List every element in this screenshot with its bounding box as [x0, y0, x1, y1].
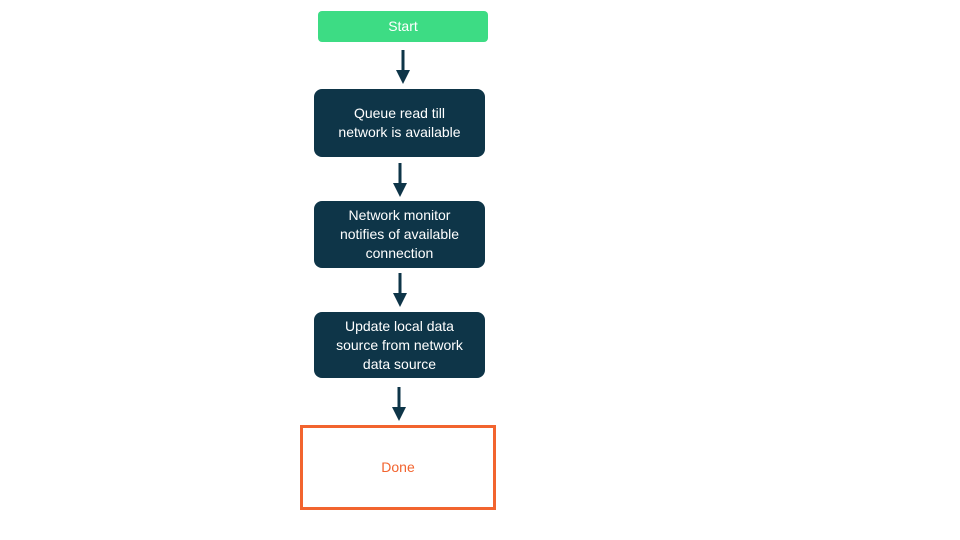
flow-node-network-monitor: Network monitor notifies of available co… [314, 201, 485, 268]
arrow-down-icon [393, 273, 407, 307]
flow-node-done: Done [300, 425, 496, 510]
flow-node-queue-read: Queue read till network is available [314, 89, 485, 157]
flow-node-update-local-data: Update local data source from network da… [314, 312, 485, 378]
arrow-down-icon [393, 163, 407, 197]
arrow-down-icon [392, 387, 406, 421]
flow-node-start: Start [318, 11, 488, 42]
arrow-down-icon [396, 50, 410, 84]
